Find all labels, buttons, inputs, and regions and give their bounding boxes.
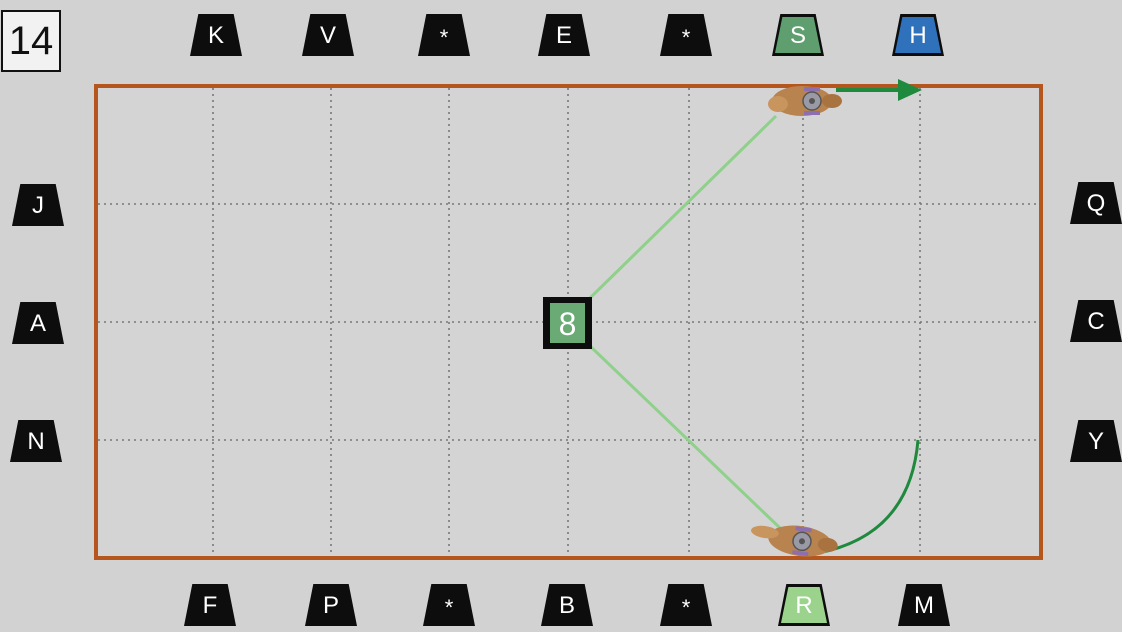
marker-label: P [323, 592, 339, 619]
letter-marker-c: C [1070, 300, 1122, 342]
letter-marker-e: E [538, 14, 590, 56]
cone-number: 8 [559, 306, 577, 342]
letter-marker-k: K [190, 14, 242, 56]
marker-label: Q [1087, 190, 1106, 217]
letter-marker-star: * [660, 14, 712, 56]
marker-label: V [320, 22, 336, 49]
marker-label: * [440, 25, 449, 50]
letter-marker-m: M [898, 584, 950, 626]
marker-label: * [682, 25, 691, 50]
letter-marker-star: * [660, 584, 712, 626]
letter-marker-r: R [778, 584, 830, 626]
letter-marker-star: * [418, 14, 470, 56]
letter-marker-f: F [184, 584, 236, 626]
marker-label: S [790, 22, 806, 49]
letter-marker-h: H [892, 14, 944, 56]
marker-label: R [795, 592, 812, 619]
letter-marker-s: S [772, 14, 824, 56]
letter-marker-q: Q [1070, 182, 1122, 224]
marker-label: C [1087, 308, 1104, 335]
marker-label: N [27, 428, 44, 455]
letter-marker-star: * [423, 584, 475, 626]
letter-marker-v: V [302, 14, 354, 56]
marker-label: K [208, 22, 224, 49]
letter-marker-j: J [12, 184, 64, 226]
letter-marker-a: A [12, 302, 64, 344]
marker-label: B [559, 592, 575, 619]
marker-label: H [909, 22, 926, 49]
marker-label: J [32, 192, 44, 219]
marker-label: A [30, 310, 46, 337]
letter-marker-b: B [541, 584, 593, 626]
marker-label: * [445, 595, 454, 620]
marker-label: Y [1088, 428, 1104, 455]
marker-label: M [914, 592, 934, 619]
marker-label: E [556, 22, 572, 49]
letter-marker-y: Y [1070, 420, 1122, 462]
letter-marker-n: N [10, 420, 62, 462]
letter-marker-p: P [305, 584, 357, 626]
marker-label: * [682, 595, 691, 620]
marker-label: F [203, 592, 218, 619]
cone-marker: 8 [543, 297, 592, 349]
